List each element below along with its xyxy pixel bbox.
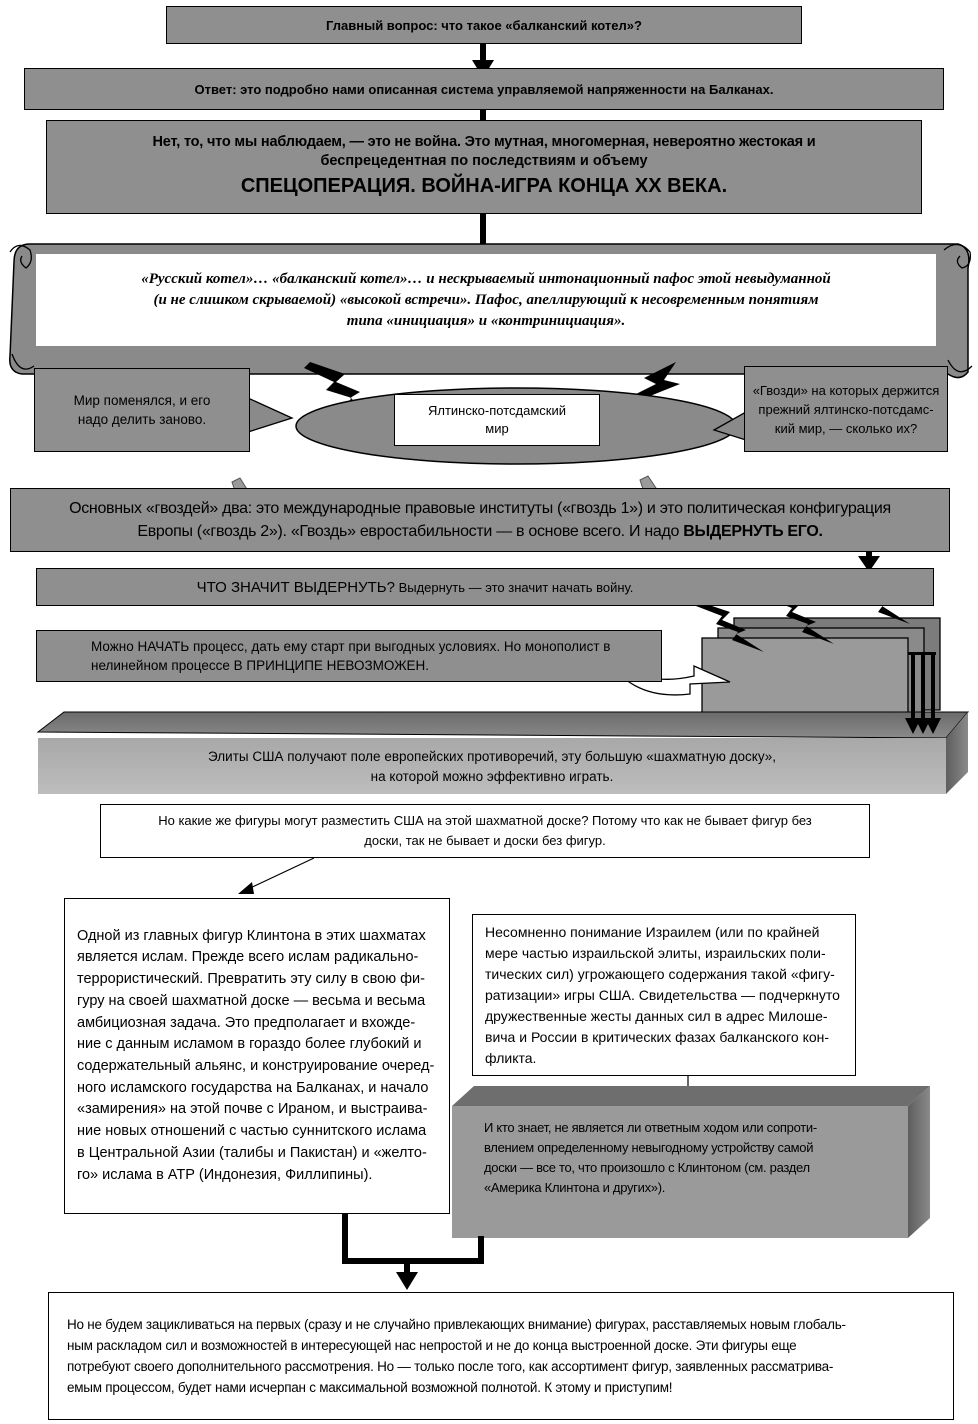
scroll-text-box: «Русский котел»… «балканский котел»… и н… (36, 254, 936, 346)
islam-line: ние с данным исламом в гораздо более глу… (77, 1036, 422, 1053)
israel-line: тических сил) угрожающего содержания так… (485, 965, 835, 982)
stacked-boxes (701, 617, 941, 721)
callout-right-line3: кий мир, — сколько их? (774, 420, 918, 436)
islam-line: гуру на своей шахматной доске — весьма и… (77, 992, 426, 1009)
islam-line: является ислам. Прежде всего ислам радик… (77, 949, 419, 966)
response-line: «Америка Клинтона и других»). (484, 1180, 666, 1195)
callout-left-line2: надо делить заново. (77, 412, 207, 427)
israel-line: ратизации» игры США. Свидетельства — под… (485, 986, 840, 1003)
war-text-line2: беспрецедентная по последствиям и объему (320, 153, 648, 169)
islam-box: Одной из главных фигур Клинтона в этих ш… (64, 898, 450, 1214)
callout-right-line2: прежний ялтинско-потсдамс- (758, 401, 934, 417)
lightning-icon (620, 362, 680, 418)
scroll-line1: «Русский котел»… «балканский котел»… и н… (141, 270, 831, 287)
israel-line: мере частью израильской элиты, израильск… (485, 944, 826, 961)
israel-line: фликта. (485, 1049, 537, 1066)
callout-right: «Гвозди» на которых держится прежний ялт… (744, 366, 948, 452)
nails-line1: Основных «гвоздей» два: это международны… (69, 500, 891, 517)
israel-line: Несомненно понимание Израилем (или по кр… (485, 923, 820, 940)
main-question-text: Главный вопрос: что такое «балканский ко… (326, 17, 642, 33)
israel-line: вича и России в критических фазах балкан… (485, 1028, 830, 1045)
yalta-line1: Ялтинско-потсдамский (427, 403, 567, 418)
callout-left: Мир поменялся, и его надо делить заново. (34, 368, 250, 452)
arrows-into-board (905, 652, 941, 734)
final-box: Но не будем зацикливаться на первых (сра… (48, 1292, 954, 1420)
figures-question-box: Но какие же фигуры могут разместить США … (100, 804, 870, 858)
pull-rest: Выдернуть — это значит начать войну. (394, 579, 634, 595)
lightning-icon (696, 602, 764, 652)
lightning-icon (766, 594, 834, 644)
response-line: И кто знает, не является ли ответным ход… (484, 1120, 817, 1135)
nails-line2: Европы («гвоздь 2»). «Гвоздь» евростабил… (137, 520, 823, 543)
final-line: емым процессом, будет нами исчерпан с ма… (67, 1380, 673, 1395)
answer-box: Ответ: это подробно нами описанная систе… (24, 68, 944, 110)
final-line: потребуют своего дополнительного рассмот… (67, 1359, 834, 1374)
figures-q-line2: доски, так не бывает и доски без фигур. (364, 833, 606, 848)
islam-line: ного исламского государства на Балканах,… (77, 1079, 429, 1096)
callout-left-tail (247, 396, 294, 433)
response-slab (452, 1086, 930, 1238)
islam-line: террористический. Превратить эту силу в … (77, 971, 425, 988)
islam-line: ние новых отношений с частью суннитского… (77, 1123, 427, 1140)
war-box: Нет, то, что мы наблюдаем, — это не войн… (46, 120, 922, 214)
lightning-icon (304, 362, 382, 418)
start-box: Можно НАЧАТЬ процесс, дать ему старт при… (36, 630, 662, 682)
yalta-line2: мир (485, 421, 509, 436)
main-question-box: Главный вопрос: что такое «балканский ко… (166, 6, 802, 44)
islam-line: амбициозная задача. Это предполагает и в… (77, 1014, 416, 1031)
chess-board-slab (36, 711, 970, 794)
final-line: ным раскладом сил и возможностей в интер… (67, 1338, 797, 1353)
pull-caps: ЧТО ЗНАЧИТ ВЫДЕРНУТЬ? (196, 578, 395, 596)
war-headline: СПЕЦОПЕРАЦИЯ. ВОЙНА-ИГРА КОНЦА XX ВЕКА. (240, 175, 728, 197)
israel-box: Несомненно понимание Израилем (или по кр… (472, 914, 856, 1076)
start-line1: Можно НАЧАТЬ процесс, дать ему старт при… (91, 639, 611, 654)
answer-text: Ответ: это подробно нами описанная систе… (194, 81, 774, 97)
pull-box: ЧТО ЗНАЧИТ ВЫДЕРНУТЬ? Выдернуть — это зн… (36, 568, 934, 606)
war-text-line1: Нет, то, что мы наблюдаем, — это не войн… (152, 134, 816, 150)
start-line2: нелинейном процессе В ПРИНЦИПЕ НЕВОЗМОЖЕ… (91, 658, 430, 673)
merge-connector (342, 1212, 484, 1290)
response-line: доски — все то, что произошло с Клинтоно… (484, 1160, 810, 1175)
nails-line2-emphasis: ВЫДЕРНУТЬ ЕГО. (683, 523, 823, 540)
figures-q-line1: Но какие же фигуры могут разместить США … (158, 813, 812, 828)
islam-line: Одной из главных фигур Клинтона в этих ш… (77, 927, 426, 944)
israel-line: дружественные жесты данных сил в адрес М… (485, 1007, 828, 1024)
pull-text: ЧТО ЗНАЧИТ ВЫДЕРНУТЬ? Выдернуть — это зн… (197, 579, 634, 596)
yalta-label-box: Ялтинско-потсдамский мир (394, 394, 600, 446)
arrow-figures-to-islam (238, 857, 315, 894)
nails-box: Основных «гвоздей» два: это международны… (10, 488, 950, 552)
scroll-line2: (и не слишком скрываемой) «высокой встре… (153, 291, 819, 308)
islam-line: содержательный альянс, и конструирование… (77, 1058, 435, 1074)
response-text: И кто знает, не является ли ответным ход… (474, 1108, 904, 1208)
islam-line: «замирения» на этой почве с Ираном, и вы… (77, 1101, 428, 1118)
board-text: Элиты США получают поле европейских прот… (38, 740, 946, 794)
scroll-line3: типа «инициация» и «контринициация». (346, 312, 626, 329)
callout-left-line1: Мир поменялся, и его (73, 393, 211, 408)
response-line: влением определенному невыгодному устрой… (484, 1140, 814, 1155)
board-line2: на которой можно эффективно играть. (370, 769, 614, 784)
islam-line: в Центральной Азии (талибы и Пакистан) и… (77, 1144, 427, 1161)
islam-line: го» ислама в АТР (Индонезия, Филлипины). (77, 1166, 373, 1183)
nails-line2-text: Европы («гвоздь 2»). «Гвоздь» евростабил… (137, 523, 684, 540)
callout-right-line1: «Гвозди» на которых держится (752, 382, 940, 398)
final-line: Но не будем зацикливаться на первых (сра… (67, 1317, 846, 1332)
board-line1: Элиты США получают поле европейских прот… (208, 749, 776, 764)
